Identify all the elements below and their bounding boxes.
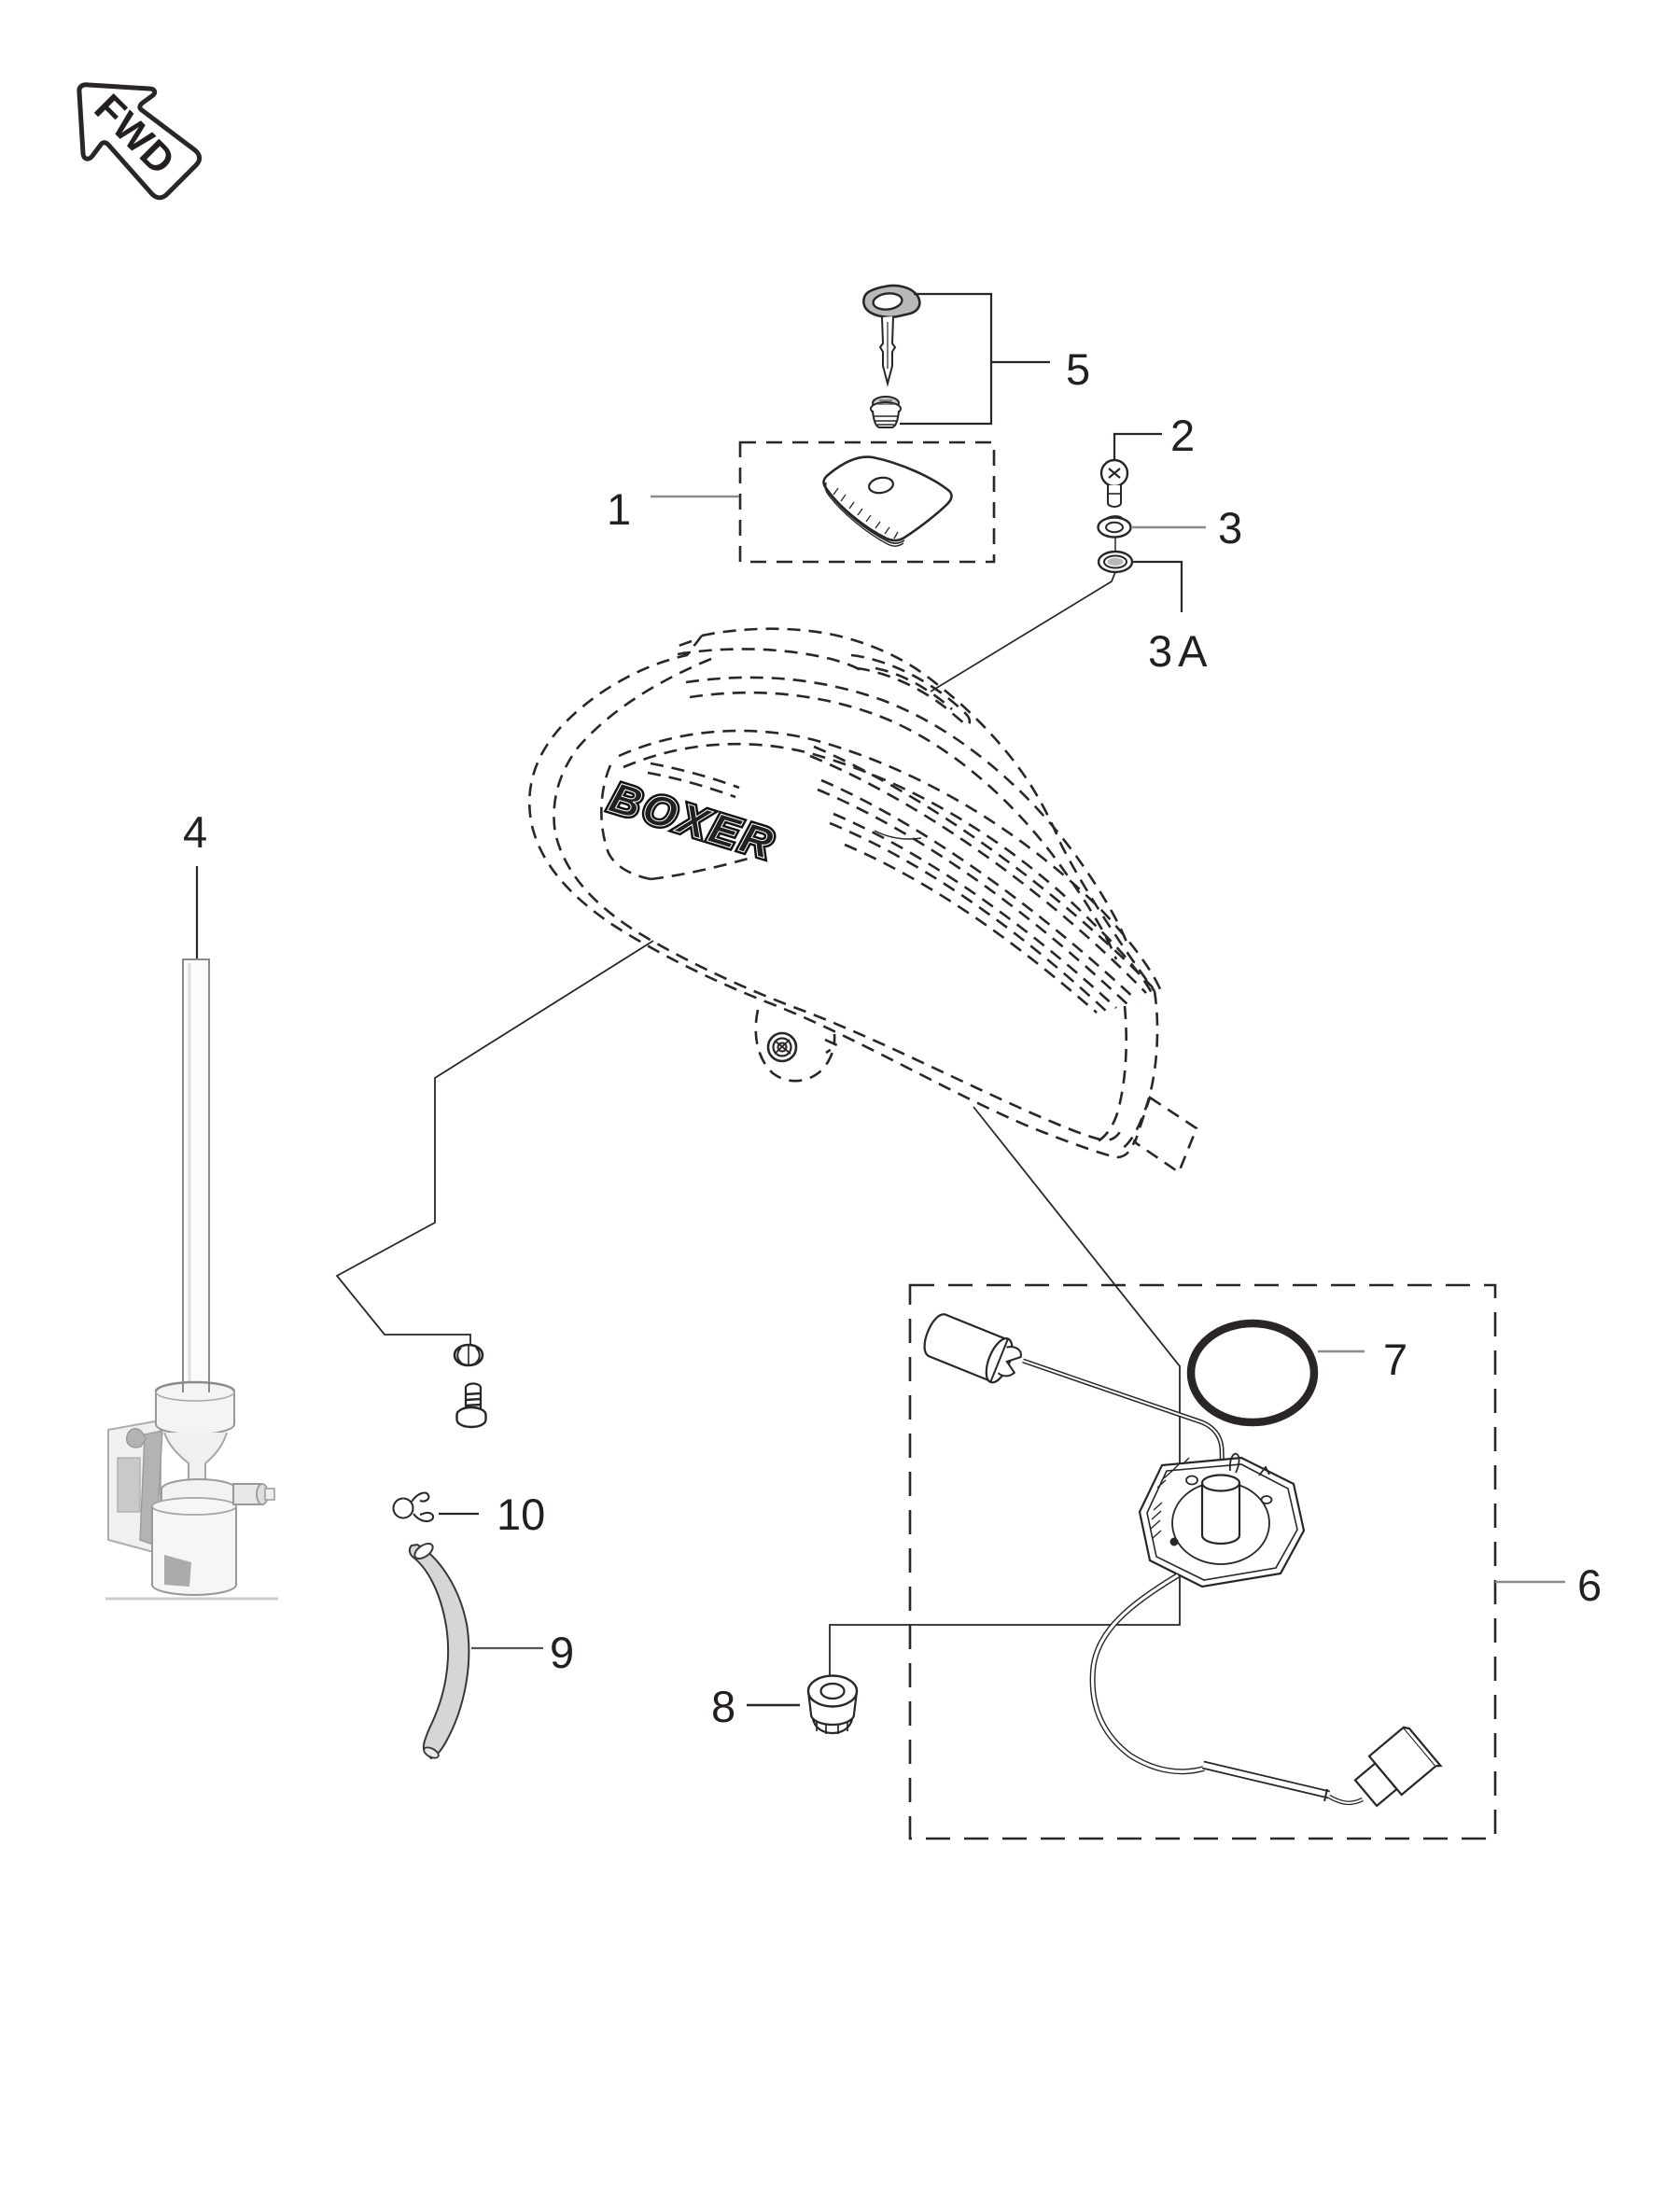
svg-text:6: 6	[1577, 1560, 1602, 1610]
svg-text:2: 2	[1170, 411, 1195, 460]
svg-text:4: 4	[183, 807, 207, 857]
svg-text:10: 10	[497, 1490, 545, 1539]
svg-text:1: 1	[607, 484, 631, 534]
svg-text:7: 7	[1383, 1335, 1407, 1384]
svg-text:3: 3	[1218, 503, 1242, 552]
svg-text:8: 8	[711, 1682, 735, 1731]
svg-text:9: 9	[550, 1628, 574, 1677]
svg-text:3A: 3A	[1148, 626, 1213, 676]
svg-text:5: 5	[1066, 344, 1090, 394]
